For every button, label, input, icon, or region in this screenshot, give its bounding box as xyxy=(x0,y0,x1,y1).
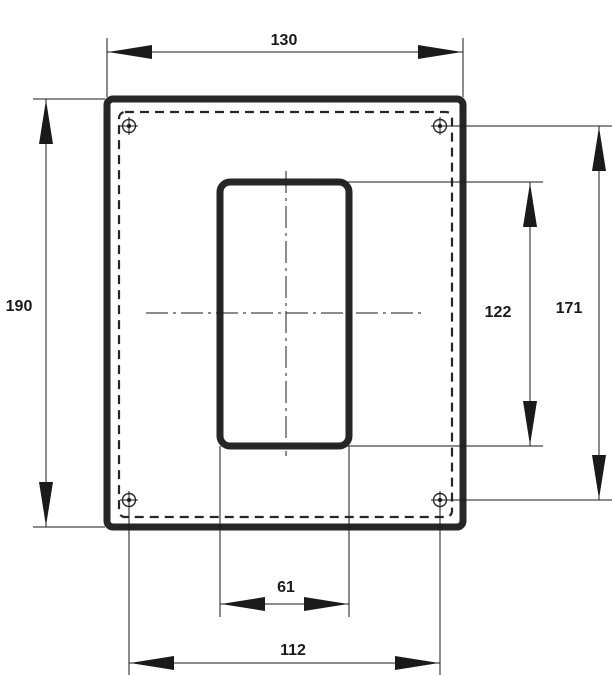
mounting-hole-bottom-left xyxy=(120,491,138,509)
dimension-cutout-height: 122 xyxy=(318,181,543,447)
cutout-width-label: 61 xyxy=(277,579,295,596)
hole-spacing-vertical-label: 171 xyxy=(556,300,583,317)
dimension-overall-height: 190 xyxy=(6,98,105,528)
mounting-hole-bottom-right xyxy=(431,491,449,509)
outer-plate xyxy=(103,95,467,531)
inner-dashed-border xyxy=(117,110,454,519)
center-cutout xyxy=(216,178,353,450)
dimension-hole-spacing-vertical: 171 xyxy=(446,125,612,501)
dimension-cutout-width: 61 xyxy=(219,446,350,617)
cutout-height-label: 122 xyxy=(485,304,512,321)
overall-width-label: 130 xyxy=(271,32,298,49)
mounting-hole-top-left xyxy=(120,117,138,135)
overall-height-label: 190 xyxy=(6,298,33,315)
dimension-hole-spacing-horizontal: 112 xyxy=(128,507,441,675)
dimension-overall-width: 130 xyxy=(106,32,464,97)
hole-spacing-horizontal-label: 112 xyxy=(280,642,306,659)
